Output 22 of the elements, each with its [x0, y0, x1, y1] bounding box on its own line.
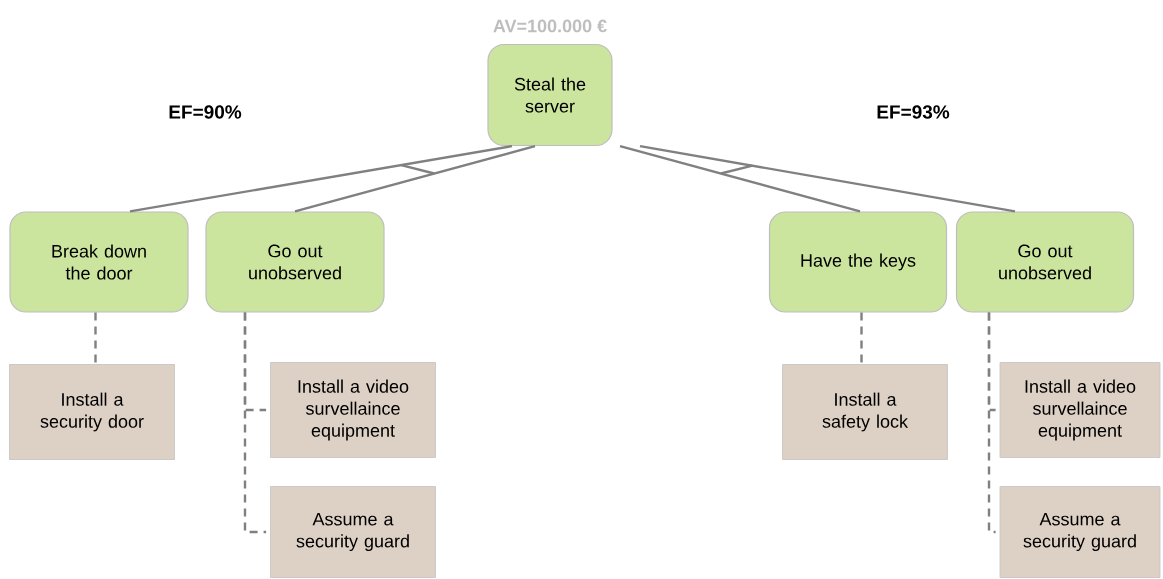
countermeasure-box: Install a video survellaince equipment [270, 362, 436, 458]
probability-label: EF=90% [169, 105, 242, 119]
countermeasure-box: Assume a security guard [270, 486, 436, 578]
value-label: AV=100.000 € [493, 19, 607, 33]
probability-label: EF=93% [877, 105, 950, 119]
goal-box: Go out unobserved [205, 211, 385, 313]
goal-box: Steal the server [487, 43, 613, 147]
connector [243, 312, 267, 534]
connector [294, 144, 536, 213]
countermeasure-box: Install a safety lock [782, 364, 948, 460]
connector [987, 312, 996, 534]
countermeasure-box: Install a security door [9, 364, 175, 460]
goal-box: Go out unobserved [955, 211, 1135, 313]
countermeasure-box: Assume a security guard [999, 486, 1161, 578]
connector [619, 144, 861, 213]
goal-box: Have the keys [768, 211, 948, 313]
connector [639, 144, 1016, 213]
countermeasure-box: Install a video survellaince equipment [999, 362, 1161, 458]
goal-box: Break down the door [9, 211, 189, 313]
connector [860, 312, 863, 365]
connector [129, 144, 513, 213]
connector [94, 312, 97, 365]
